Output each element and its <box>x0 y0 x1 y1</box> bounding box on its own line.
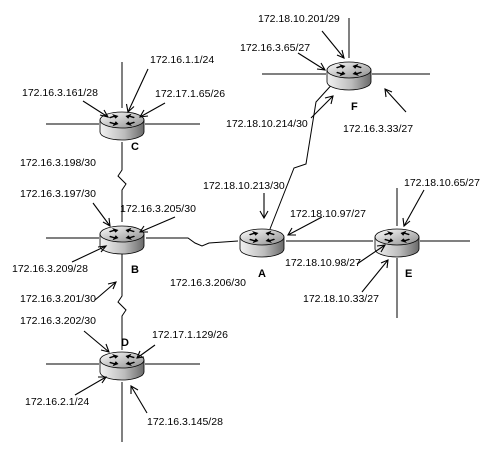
arrow-f-1 <box>321 30 345 59</box>
arrow-f-4 <box>384 88 407 113</box>
link-b-a <box>146 237 239 247</box>
interface-label: 172.16.3.201/30 <box>20 293 96 305</box>
arrow-b-3 <box>71 245 108 263</box>
interface-label: 172.16.3.145/28 <box>147 416 223 428</box>
interface-label: 172.16.3.206/30 <box>170 277 246 289</box>
arrow-c-3 <box>138 102 166 118</box>
interface-label: 172.18.10.65/27 <box>404 177 480 189</box>
router-f-icon <box>326 61 372 91</box>
arrow-a-2 <box>287 216 323 236</box>
interface-label: 172.16.3.209/28 <box>12 263 88 275</box>
interface-label: 172.16.1.1/24 <box>150 54 214 66</box>
interface-label: 172.16.3.202/30 <box>20 315 96 327</box>
interface-label: 172.17.1.129/26 <box>152 329 228 341</box>
link-b-d <box>117 251 127 350</box>
interface-label: 172.18.10.98/27 <box>285 257 361 269</box>
router-b: B <box>99 225 145 276</box>
interface-label: 172.18.10.33/27 <box>303 293 379 305</box>
router-e-icon <box>374 228 420 258</box>
router-b-name: B <box>131 264 139 276</box>
router-d: D <box>99 337 145 381</box>
arrow-a-1 <box>259 193 269 220</box>
links <box>117 79 373 350</box>
interface-label: 172.18.10.201/29 <box>258 13 340 25</box>
arrow-b-4 <box>94 281 117 301</box>
arrow-f-3 <box>310 95 334 119</box>
arrow-b-2 <box>138 216 176 233</box>
router-a-icon <box>239 228 285 258</box>
interface-label: 172.16.3.198/30 <box>20 157 96 169</box>
router-c-name: C <box>131 141 139 153</box>
arrow-d-3 <box>74 376 108 396</box>
arrow-c-1 <box>125 68 149 114</box>
router-a-name: A <box>258 268 266 280</box>
arrow-d-2 <box>136 344 156 359</box>
interface-label: 172.16.3.33/27 <box>343 123 413 135</box>
link-a-f <box>269 79 337 230</box>
lan-stubs <box>46 18 470 442</box>
arrow-d-1 <box>83 330 110 353</box>
arrow-e-2 <box>402 189 425 228</box>
interface-label: 172.18.10.97/27 <box>290 208 366 220</box>
router-f-name: F <box>351 101 358 113</box>
router-c: C <box>99 111 145 153</box>
router-d-name: D <box>121 337 129 349</box>
router-a: A <box>239 228 285 280</box>
interface-label: 172.16.3.65/27 <box>240 42 310 54</box>
interface-label: 172.16.2.1/24 <box>25 396 89 408</box>
interface-label: 172.16.3.197/30 <box>20 188 96 200</box>
arrow-b-1 <box>92 202 111 228</box>
arrow-e-3 <box>361 259 389 293</box>
interface-labels: 172.16.1.1/24 172.16.3.161/28 172.17.1.6… <box>12 13 480 428</box>
interface-label: 172.17.1.65/26 <box>155 88 225 100</box>
interface-label: 172.16.3.161/28 <box>22 87 98 99</box>
interface-label: 172.16.3.205/30 <box>120 203 196 215</box>
arrow-f-2 <box>297 52 327 71</box>
arrow-c-2 <box>82 100 110 118</box>
arrow-e-1 <box>356 244 387 265</box>
router-f: F <box>326 61 372 113</box>
router-e-name: E <box>405 268 412 280</box>
interface-label: 172.18.10.214/30 <box>226 118 308 130</box>
interface-label: 172.18.10.213/30 <box>203 180 285 192</box>
label-arrows <box>71 30 425 414</box>
arrow-d-4 <box>130 385 148 414</box>
router-e: E <box>374 228 420 280</box>
link-c-b <box>117 142 127 222</box>
router-b-icon <box>99 225 145 255</box>
